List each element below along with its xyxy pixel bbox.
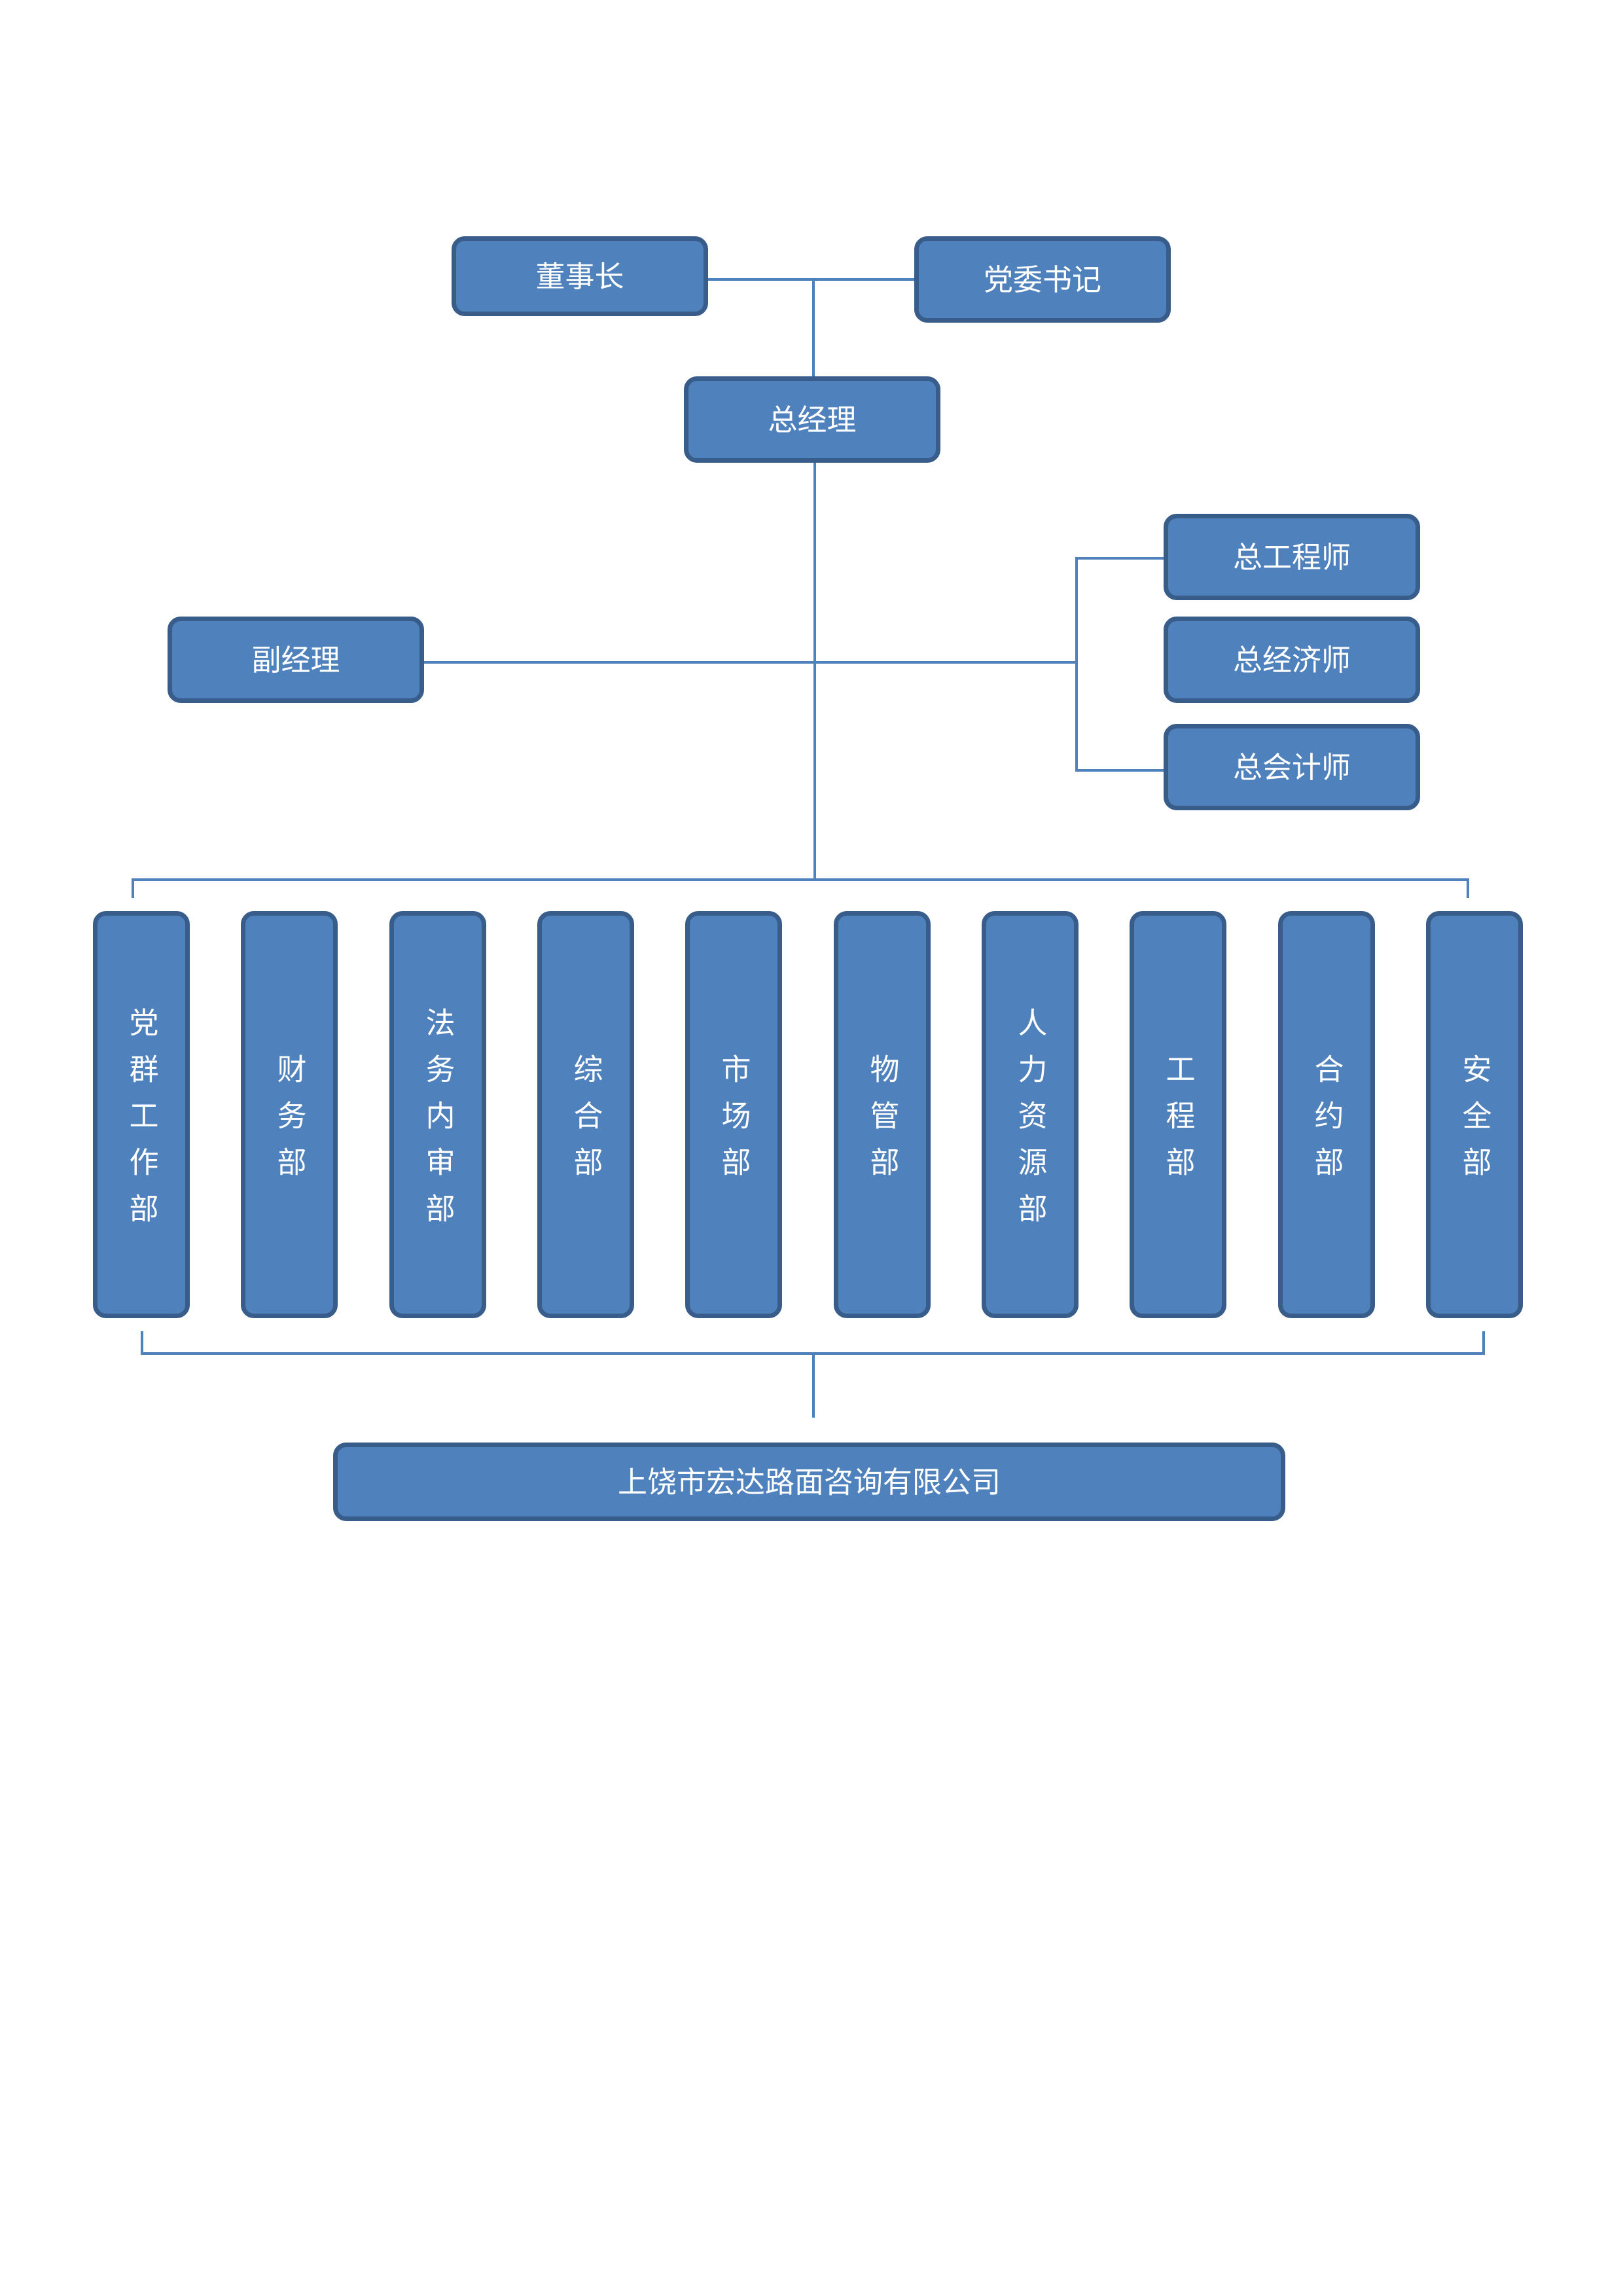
connector-departments-top-left-tick [132,878,134,898]
department-label: 工程部 [1160,1053,1196,1193]
department-human-resources-box: 人力资源部 [982,911,1079,1318]
subsidiary-company-box: 上饶市宏达路面咨询有限公司 [333,1443,1285,1521]
department-contract-box: 合约部 [1278,911,1375,1318]
department-safety-box: 安全部 [1426,911,1523,1318]
department-finance-box: 财务部 [241,911,338,1318]
chief-accountant-label: 总会计师 [1232,749,1351,785]
connector-departments-top-right-tick [1467,878,1469,898]
subsidiary-company-label: 上饶市宏达路面咨询有限公司 [617,1464,1001,1499]
connector-chair-secretary [704,278,919,281]
connector-chiefs-bracket [1075,557,1078,772]
connector-main-trunk [813,462,816,880]
chairman-label: 董事长 [535,259,624,294]
department-label: 综合部 [568,1053,603,1193]
connector-departments-bottom-right-tick [1482,1331,1485,1355]
department-label: 安全部 [1457,1053,1492,1193]
department-label: 物管部 [865,1053,900,1193]
party-secretary-box: 党委书记 [914,236,1171,323]
department-label: 党群工作部 [124,1007,159,1240]
party-secretary-label: 党委书记 [983,262,1101,297]
department-label: 合约部 [1309,1053,1344,1193]
chief-engineer-label: 总工程师 [1232,539,1351,575]
department-label: 人力资源部 [1012,1007,1048,1240]
connector-departments-subsidiary [812,1354,815,1418]
deputy-manager-label: 副经理 [251,642,340,677]
general-manager-label: 总经理 [768,402,857,437]
department-general-affairs-box: 综合部 [537,911,634,1318]
connector-departments-top [132,878,1469,881]
department-market-box: 市场部 [685,911,782,1318]
department-property-box: 物管部 [834,911,931,1318]
chief-engineer-box: 总工程师 [1164,514,1420,600]
department-party-work-box: 党群工作部 [93,911,190,1318]
connector-chief-engineer [1075,557,1166,560]
chief-economist-box: 总经济师 [1164,617,1420,703]
department-legal-audit-box: 法务内审部 [389,911,486,1318]
chief-accountant-box: 总会计师 [1164,724,1420,810]
chairman-box: 董事长 [452,236,708,316]
department-label: 法务内审部 [420,1007,455,1240]
connector-deputy-chiefs [423,661,1078,664]
department-label: 市场部 [716,1053,751,1193]
connector-chief-accountant [1075,769,1166,772]
department-engineering-box: 工程部 [1130,911,1226,1318]
deputy-manager-box: 副经理 [168,617,424,703]
general-manager-box: 总经理 [684,376,940,463]
connector-departments-bottom-left-tick [141,1331,143,1355]
chief-economist-label: 总经济师 [1232,642,1351,677]
connector-top-gm [812,279,815,379]
department-label: 财务部 [272,1053,307,1193]
